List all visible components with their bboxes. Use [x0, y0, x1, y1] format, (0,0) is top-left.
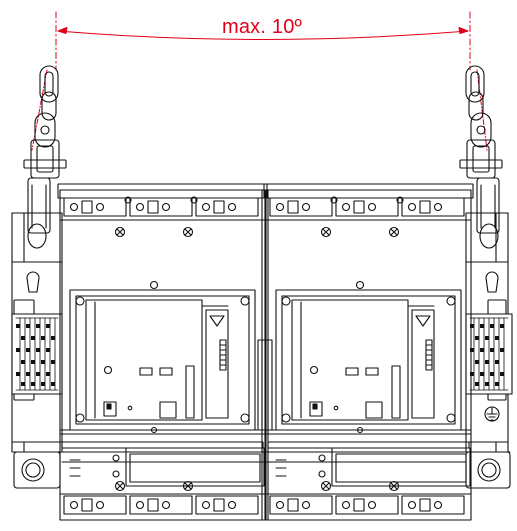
arc-arrow-left — [57, 27, 68, 34]
right-chain-link-2 — [468, 91, 484, 121]
left-chain-link-2 — [41, 91, 57, 121]
left-module — [57, 183, 268, 521]
right-mount-hole — [477, 458, 501, 482]
arc-arrow-right — [458, 27, 469, 34]
right-chain-link-1 — [465, 65, 485, 103]
right-terminal-block — [465, 313, 513, 395]
right-shackle — [470, 112, 492, 148]
left-hook-arm — [27, 177, 51, 234]
right-keyhole — [485, 271, 499, 293]
max-angle-label: max. 10º — [222, 16, 303, 38]
ground-symbol-icon — [484, 406, 500, 422]
angle-arc — [57, 30, 469, 40]
right-lifting-chain-hook-icon — [459, 65, 503, 249]
left-keyhole — [26, 271, 40, 293]
left-terminal-block — [11, 313, 63, 395]
base-rail — [11, 451, 511, 463]
right-hook-arm — [476, 177, 500, 234]
left-chain-link-1 — [39, 65, 59, 103]
left-lifting-chain-hook-icon — [23, 65, 67, 249]
center-coupling — [257, 189, 273, 521]
left-mount-hole — [21, 458, 45, 482]
left-shackle — [34, 112, 56, 148]
right-module — [263, 183, 474, 521]
